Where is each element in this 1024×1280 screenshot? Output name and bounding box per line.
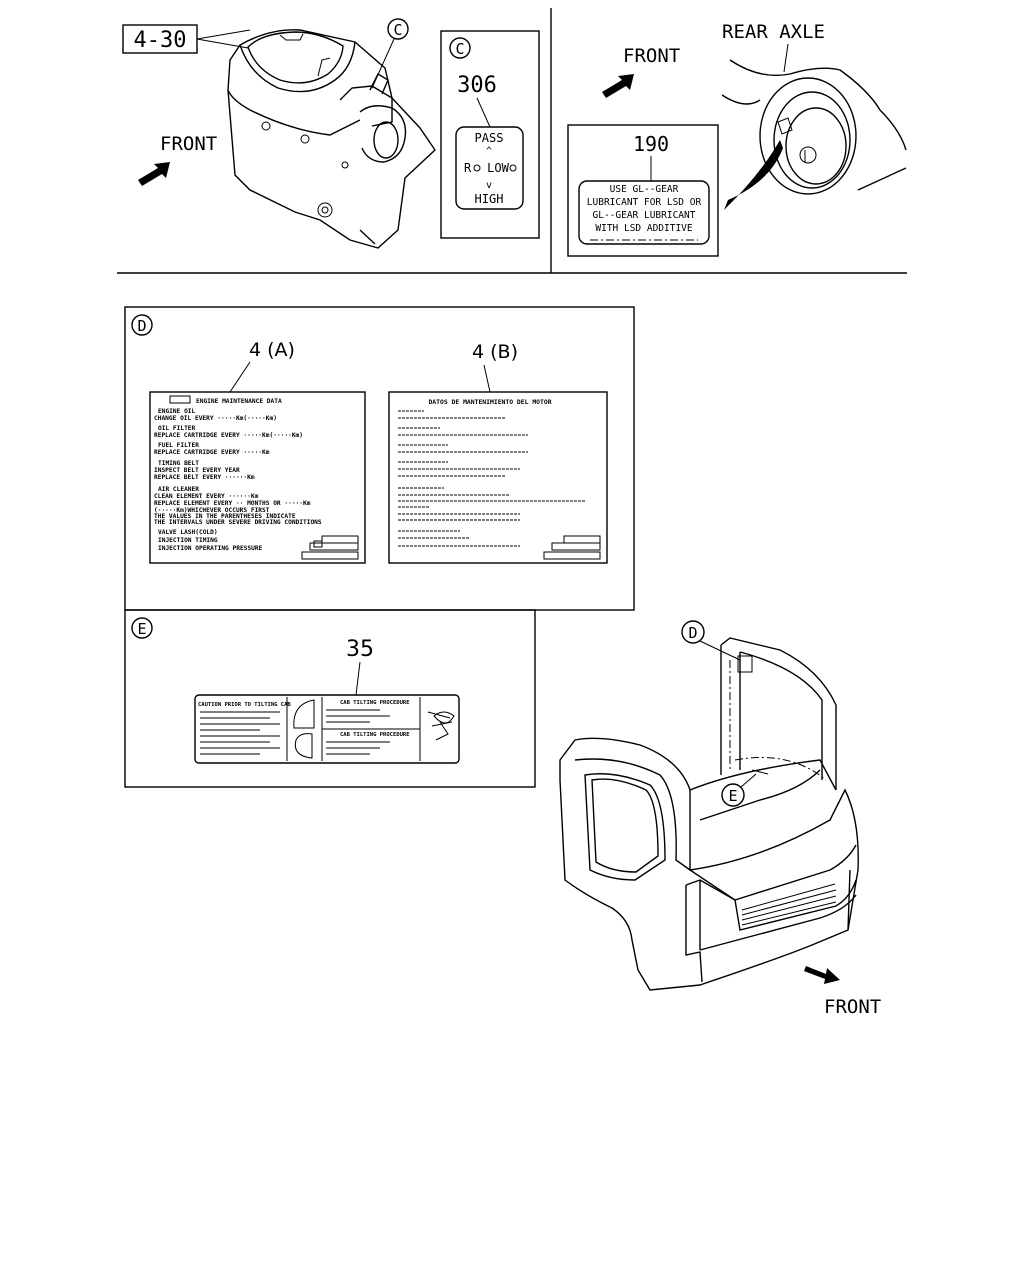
- label-35-procedure-1: CAB TILTING PROCEDURE: [340, 700, 410, 706]
- label-190-line4: WITH LSD ADDITIVE: [595, 223, 693, 234]
- rear-axle-drawing: FRONT REAR AXLE 190 USE GL--GEAR LUBRICA…: [567, 21, 907, 257]
- callout-4a: 4 (A): [249, 339, 295, 361]
- circle-c-label: C: [393, 21, 402, 39]
- panel-d: D 4 (A) ENGINE MAINTENANCE DATA ENGINE O…: [124, 306, 635, 611]
- front-label-2: FRONT: [623, 45, 680, 67]
- svg-text:TIMING BELT: TIMING BELT: [158, 460, 199, 467]
- svg-text:FUEL FILTER: FUEL FILTER: [158, 442, 199, 449]
- svg-text:AIR CLEANER: AIR CLEANER: [158, 486, 199, 493]
- front-arrow-3: [804, 966, 840, 984]
- svg-text:CLEAN ELEMENT EVERY ······Km: CLEAN ELEMENT EVERY ······Km: [154, 493, 259, 500]
- svg-text:^: ^: [486, 146, 492, 157]
- circle-c-label-2: C: [455, 40, 464, 58]
- callout-35: 35: [346, 637, 374, 662]
- svg-text:OIL FILTER: OIL FILTER: [158, 425, 196, 432]
- svg-text:THE INTERVALS UNDER SEVERE DRI: THE INTERVALS UNDER SEVERE DRIVING CONDI…: [154, 519, 322, 526]
- label-4a-title: ENGINE MAINTENANCE DATA: [196, 398, 282, 405]
- label-190-line2: LUBRICANT FOR LSD OR: [587, 197, 702, 208]
- svg-text:(·····Km)WHICHEVER OCCURS FIRS: (·····Km)WHICHEVER OCCURS FIRST: [154, 507, 270, 514]
- callout-4b: 4 (B): [472, 341, 518, 363]
- cab-drawing: D E: [559, 620, 859, 991]
- svg-text:REPLACE CARTRIDGE EVERY ·····K: REPLACE CARTRIDGE EVERY ·····Km: [154, 449, 270, 456]
- rear-axle-label: REAR AXLE: [722, 21, 825, 43]
- panel-e: E 35 CAUTION PRIOR TO TILTING CAB CAB TI…: [124, 609, 536, 788]
- callout-190: 190: [633, 132, 669, 156]
- label-190-line1: USE GL--GEAR: [610, 184, 679, 195]
- callout-4-30: 4-30: [134, 28, 187, 53]
- label-190-line3: GL--GEAR LUBRICANT: [593, 210, 696, 221]
- front-label-1: FRONT: [160, 133, 217, 155]
- label-35-procedure-2: CAB TILTING PROCEDURE: [340, 732, 410, 738]
- label-35-caution: CAUTION PRIOR TO TILTING CAB: [198, 702, 291, 708]
- circle-c-marker: [387, 18, 409, 40]
- svg-text:INSPECT BELT EVERY YEAR: INSPECT BELT EVERY YEAR: [154, 467, 240, 474]
- shift-housing-drawing: 4-30 C FRONT: [122, 18, 436, 249]
- circle-e-marker: E: [728, 787, 737, 805]
- svg-text:CHANGE OIL EVERY ·····Km(·····: CHANGE OIL EVERY ·····Km(·····Km): [154, 415, 277, 422]
- label-306-pass: PASS: [475, 131, 504, 145]
- svg-text:INJECTION OPERATING PRESSURE: INJECTION OPERATING PRESSURE: [158, 545, 263, 552]
- svg-text:REPLACE BELT EVERY ······Km: REPLACE BELT EVERY ······Km: [154, 474, 255, 481]
- svg-text:VALVE LASH(COLD): VALVE LASH(COLD): [158, 529, 218, 536]
- label-306-panel: C 306 PASS ^ R LOW v HIGH: [440, 30, 540, 239]
- svg-text:REPLACE CARTRIDGE EVERY ·····K: REPLACE CARTRIDGE EVERY ·····Km(·····Km): [154, 432, 303, 439]
- circle-d-marker: D: [688, 624, 697, 642]
- svg-text:INJECTION TIMING: INJECTION TIMING: [158, 537, 218, 544]
- front-arrow-2: [602, 74, 634, 98]
- svg-text:ENGINE OIL: ENGINE OIL: [158, 408, 196, 415]
- label-306-r: R: [464, 161, 472, 175]
- circle-e-label: E: [137, 620, 146, 638]
- svg-text:THE VALUES IN THE PARENTHESES: THE VALUES IN THE PARENTHESES INDICATE: [154, 513, 296, 520]
- label-306-high: HIGH: [475, 192, 504, 206]
- label-306-low: LOW: [487, 161, 509, 175]
- front-arrow-1: [138, 162, 170, 186]
- front-label-3: FRONT: [824, 996, 881, 1018]
- label-4b-title: DATOS DE MANTENIMIENTO DEL MOTOR: [428, 398, 551, 406]
- callout-306: 306: [457, 73, 497, 98]
- svg-text:v: v: [486, 180, 492, 191]
- svg-text:REPLACE ELEMENT EVERY ·· MONTH: REPLACE ELEMENT EVERY ·· MONTHS OR ·····…: [154, 500, 311, 507]
- circle-d-label: D: [137, 317, 146, 335]
